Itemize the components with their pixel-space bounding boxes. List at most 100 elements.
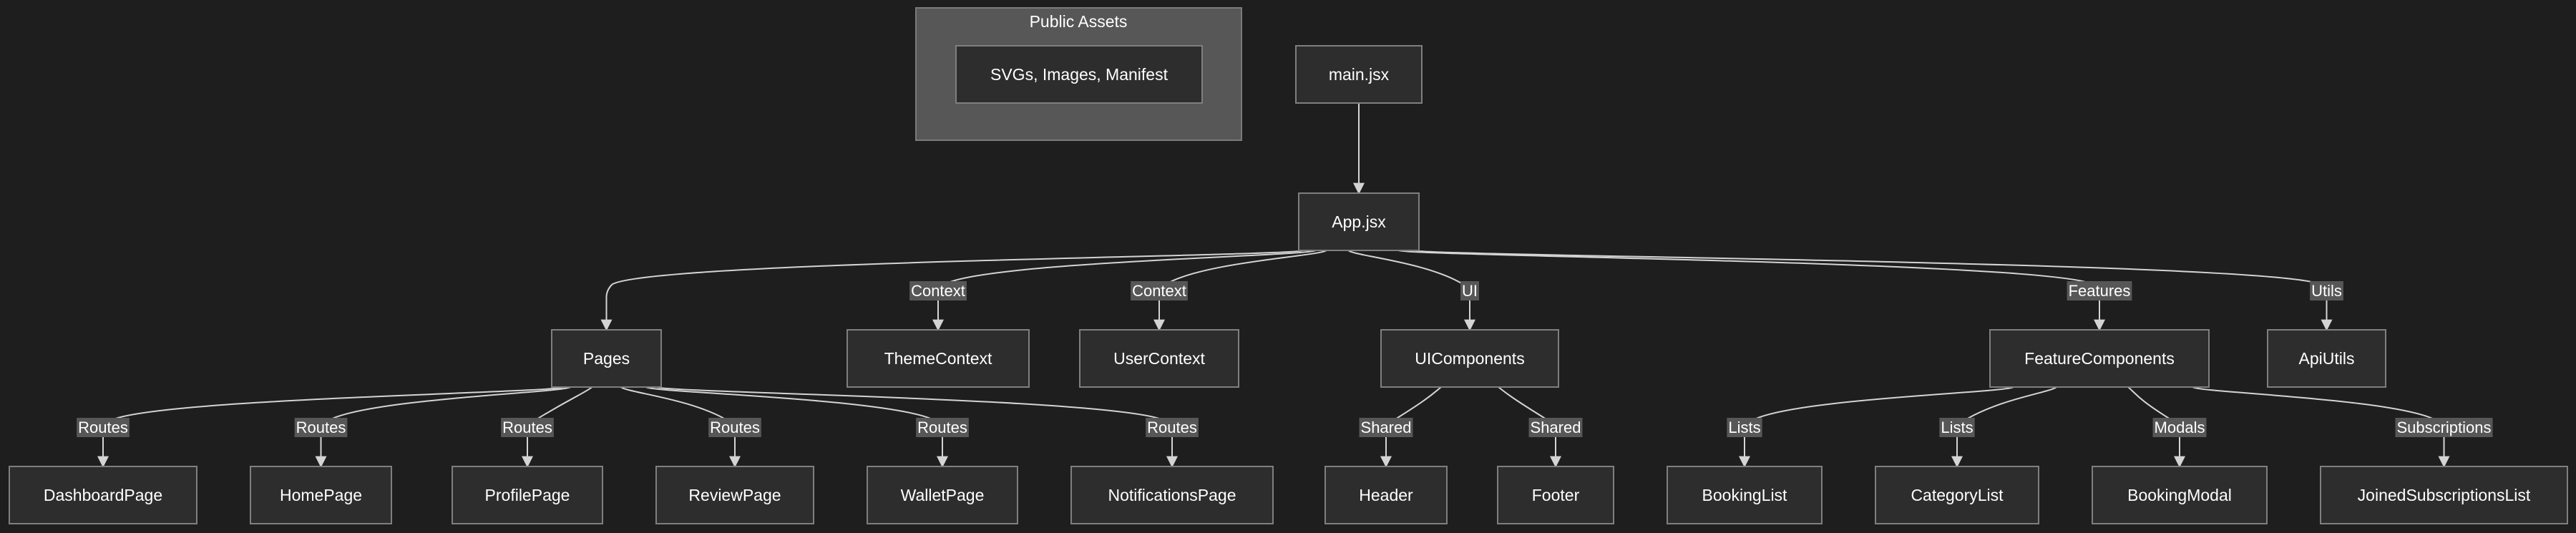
edge-label-bg-pages-dashboard bbox=[77, 418, 130, 437]
node-notifications: NotificationsPage bbox=[1070, 466, 1274, 524]
node-footer: Footer bbox=[1497, 466, 1614, 524]
node-theme: ThemeContext bbox=[847, 329, 1030, 388]
public-assets-node bbox=[955, 45, 1203, 104]
node-label-app: App.jsx bbox=[1332, 212, 1386, 231]
edge-label-bg-pages-review bbox=[708, 418, 761, 437]
edge-label-bg-app-api bbox=[2310, 281, 2343, 300]
edge-label-app-ui: UI bbox=[1462, 282, 1478, 300]
edge-label-features-bookingmodal: Modals bbox=[2155, 419, 2205, 436]
node-box-pages bbox=[551, 329, 662, 388]
node-box-categorylist bbox=[1875, 466, 2039, 524]
node-pages: Pages bbox=[551, 329, 662, 388]
node-box-features bbox=[1989, 329, 2210, 388]
node-box-dashboard bbox=[9, 466, 197, 524]
node-box-header bbox=[1324, 466, 1448, 524]
edge-label-pages-dashboard: Routes bbox=[78, 419, 128, 436]
node-main: main.jsx bbox=[1295, 45, 1423, 104]
node-box-review bbox=[655, 466, 814, 524]
node-box-api bbox=[2267, 329, 2386, 388]
edge-label-ui-footer: Shared bbox=[1531, 419, 1581, 436]
node-label-categorylist: CategoryList bbox=[1911, 486, 2004, 504]
edge-app-theme bbox=[932, 250, 1317, 331]
edge-label-bg-features-joinedsubs bbox=[2395, 418, 2493, 437]
edge-label-bg-pages-profile bbox=[501, 418, 554, 437]
node-label-wallet: WalletPage bbox=[901, 486, 985, 504]
edge-label-pages-review: Routes bbox=[710, 419, 760, 436]
node-box-wallet bbox=[867, 466, 1018, 524]
public-assets-group-title: Public Assets bbox=[1030, 12, 1128, 31]
node-label-profile: ProfilePage bbox=[485, 486, 570, 504]
node-features: FeatureComponents bbox=[1989, 329, 2210, 388]
node-header: Header bbox=[1324, 466, 1448, 524]
edge-label-pages-profile: Routes bbox=[502, 419, 552, 436]
node-ui: UIComponents bbox=[1380, 329, 1559, 388]
edge-label-bg-app-user bbox=[1131, 281, 1188, 300]
edge-label-app-user: Context bbox=[1132, 282, 1186, 300]
edge-app-api bbox=[1414, 250, 2333, 331]
node-user: UserContext bbox=[1079, 329, 1239, 388]
node-box-joinedsubs bbox=[2320, 466, 2568, 524]
edge-label-features-bookinglist: Lists bbox=[1728, 419, 1760, 436]
node-box-theme bbox=[847, 329, 1030, 388]
node-box-bookingmodal bbox=[2092, 466, 2268, 524]
node-label-notifications: NotificationsPage bbox=[1108, 486, 1236, 504]
edge-label-bg-pages-wallet bbox=[916, 418, 969, 437]
edge-label-bg-app-theme bbox=[909, 281, 967, 300]
edge-label-pages-home: Routes bbox=[296, 419, 346, 436]
node-label-pages: Pages bbox=[583, 349, 630, 368]
edge-app-pages bbox=[600, 250, 1304, 331]
node-label-joinedsubs: JoinedSubscriptionsList bbox=[2358, 486, 2531, 504]
node-box-bookinglist bbox=[1667, 466, 1823, 524]
node-home: HomePage bbox=[250, 466, 392, 524]
edge-pages-wallet bbox=[645, 386, 948, 468]
edge-label-ui-header: Shared bbox=[1361, 419, 1412, 436]
node-label-user: UserContext bbox=[1113, 349, 1205, 368]
node-box-main bbox=[1295, 45, 1423, 104]
edge-label-app-api: Utils bbox=[2311, 282, 2342, 300]
node-label-ui: UIComponents bbox=[1415, 349, 1524, 368]
edge-label-features-categorylist: Lists bbox=[1941, 419, 1973, 436]
node-label-features: FeatureComponents bbox=[2024, 349, 2175, 368]
edge-label-pages-notifications: Routes bbox=[1147, 419, 1197, 436]
node-label-api: ApiUtils bbox=[2299, 349, 2355, 368]
node-label-footer: Footer bbox=[1532, 486, 1580, 504]
node-label-theme: ThemeContext bbox=[884, 349, 992, 368]
node-dashboard: DashboardPage bbox=[9, 466, 197, 524]
edge-label-bg-app-ui bbox=[1460, 281, 1479, 300]
edge-label-bg-features-bookinglist bbox=[1727, 418, 1762, 437]
edge-label-bg-pages-notifications bbox=[1146, 418, 1199, 437]
node-joinedsubs: JoinedSubscriptionsList bbox=[2320, 466, 2568, 524]
node-box-footer bbox=[1497, 466, 1614, 524]
edge-label-bg-pages-home bbox=[294, 418, 348, 437]
edge-label-bg-features-bookingmodal bbox=[2152, 418, 2207, 437]
node-label-header: Header bbox=[1359, 486, 1413, 504]
node-categorylist: CategoryList bbox=[1875, 466, 2039, 524]
node-label-dashboard: DashboardPage bbox=[44, 486, 162, 504]
public-assets-group: Public Assets SVGs, Images, Manifest bbox=[915, 7, 1242, 141]
edge-label-app-features: Features bbox=[2069, 282, 2131, 300]
node-box-notifications bbox=[1070, 466, 1274, 524]
node-api: ApiUtils bbox=[2267, 329, 2386, 388]
node-profile: ProfilePage bbox=[452, 466, 603, 524]
node-box-app bbox=[1298, 192, 1420, 251]
public-assets-node-label: SVGs, Images, Manifest bbox=[990, 65, 1169, 84]
node-label-home: HomePage bbox=[280, 486, 362, 504]
node-app: App.jsx bbox=[1298, 192, 1420, 251]
edge-label-features-joinedsubs: Subscriptions bbox=[2396, 419, 2491, 436]
node-label-review: ReviewPage bbox=[688, 486, 781, 504]
edge-label-bg-app-features bbox=[2067, 281, 2132, 300]
edge-app-features bbox=[1397, 250, 2105, 331]
node-label-bookinglist: BookingList bbox=[1702, 486, 1788, 504]
node-bookinglist: BookingList bbox=[1667, 466, 1823, 524]
node-label-main: main.jsx bbox=[1329, 65, 1390, 84]
node-bookingmodal: BookingModal bbox=[2092, 466, 2268, 524]
node-label-bookingmodal: BookingModal bbox=[2127, 486, 2232, 504]
node-box-ui bbox=[1380, 329, 1559, 388]
node-box-home bbox=[250, 466, 392, 524]
edge-app-ui bbox=[1347, 250, 1475, 331]
node-review: ReviewPage bbox=[655, 466, 814, 524]
edge-label-bg-ui-header bbox=[1359, 418, 1413, 437]
